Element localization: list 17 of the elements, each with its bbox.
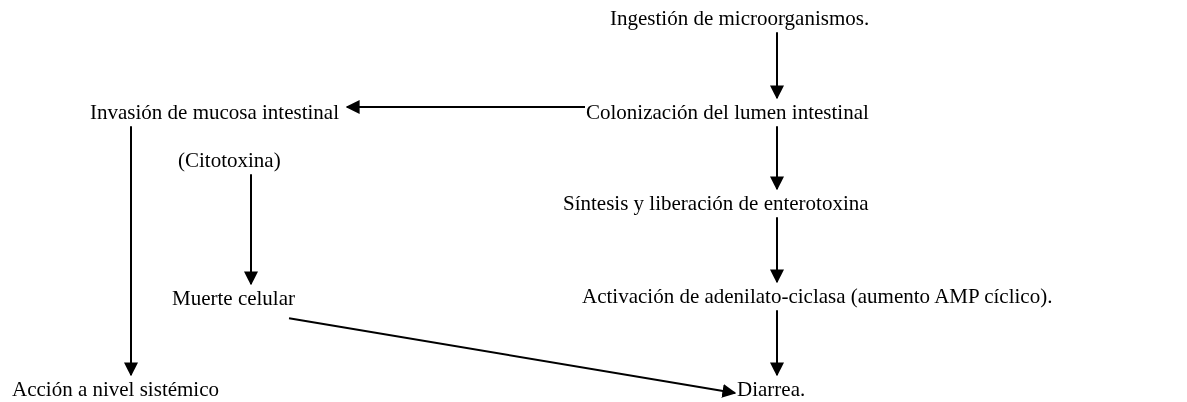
step-text: Ingestión de microorganismos. <box>610 6 870 31</box>
arrow <box>770 125 784 191</box>
step-text: Acción a nivel sistémico <box>12 377 220 402</box>
arrow <box>770 31 784 100</box>
step-text: Muerte celular <box>172 286 296 311</box>
step-text: Activación de adenilato-ciclasa (aumento AMP cíclico). <box>582 284 1053 309</box>
step-text: Síntesis y liberación de enterotoxina <box>563 191 869 216</box>
arrow <box>244 173 258 286</box>
arrow <box>345 100 586 114</box>
step-text: (Citotoxina) <box>178 148 281 173</box>
step-text: Diarrea. <box>737 377 806 402</box>
arrow <box>770 216 784 284</box>
arrow <box>288 317 737 398</box>
arrow <box>770 309 784 377</box>
step-text: Colonización del lumen intestinal <box>586 100 869 125</box>
step-text: Invasión de mucosa intestinal <box>90 100 340 125</box>
arrow <box>124 125 138 377</box>
